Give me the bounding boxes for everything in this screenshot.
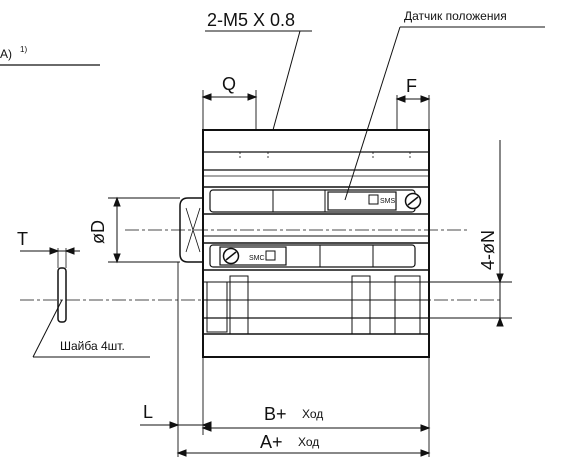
dim-a-label: A+ xyxy=(260,432,283,452)
leader-lines xyxy=(32,26,545,358)
dim-l-label: L xyxy=(143,402,153,422)
dim-q-label: Q xyxy=(222,74,236,94)
extension-lines xyxy=(108,90,512,457)
sensor-screw-bottom xyxy=(222,247,240,265)
header-superscript: 1) xyxy=(20,45,27,54)
dim-b-label: B+ xyxy=(264,404,287,424)
center-lines xyxy=(20,229,500,301)
header-fragment-text: A) xyxy=(0,47,12,61)
dim-od-label: øD xyxy=(88,220,108,244)
sensor-label: Датчик положения xyxy=(404,9,507,23)
dim-b-stroke-label: Ход xyxy=(302,407,323,421)
washer xyxy=(57,248,67,323)
dim-a-stroke-label: Ход xyxy=(298,435,319,449)
smc-logo-bottom: SMC xyxy=(249,255,265,262)
dim-f-label: F xyxy=(406,76,417,96)
dim-t-label: T xyxy=(17,229,28,249)
dimension-lines xyxy=(20,93,504,457)
washer-label: Шайба 4шт. xyxy=(60,339,125,353)
sensor-label-bottom: SMC xyxy=(249,250,276,262)
sensor-screw-top xyxy=(404,192,422,210)
cylinder-body xyxy=(179,129,430,358)
thread-label: 2-M5 X 0.8 xyxy=(207,10,295,30)
dim-n-label: 4-øN xyxy=(478,230,498,270)
smc-logo-top: SMS xyxy=(380,198,396,205)
header-fragment: A) 1) xyxy=(0,45,100,66)
sensor-label-top: SMS xyxy=(368,194,396,205)
